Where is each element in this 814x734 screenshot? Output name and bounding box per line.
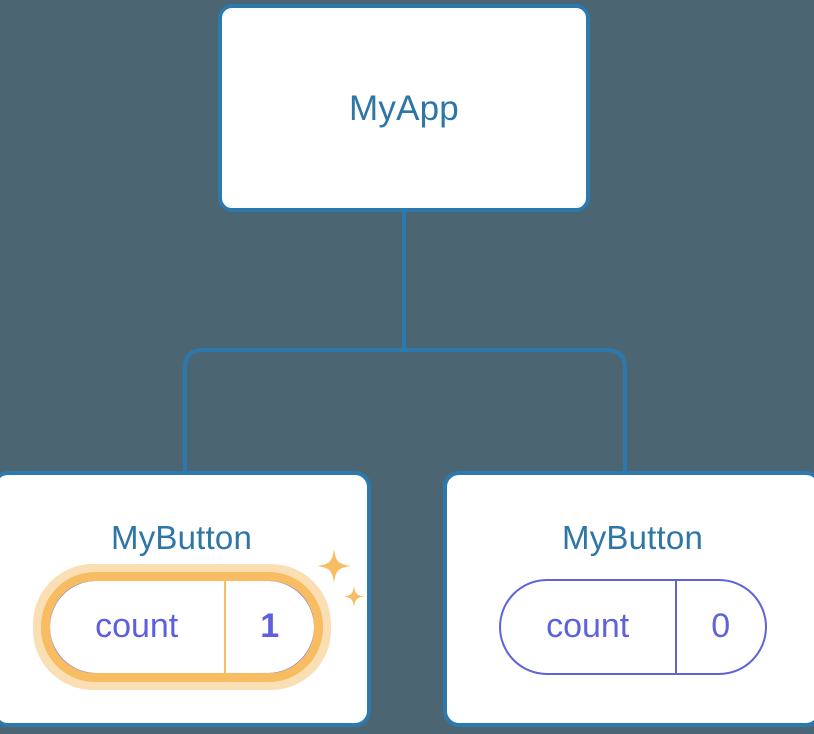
state-key: count [546,606,630,645]
state-key: count [95,606,179,645]
state-pill[interactable]: count 0 [498,579,767,675]
node-mybutton-1[interactable]: MyButton count 1 [0,471,371,727]
node-mybutton-2[interactable]: MyButton count 0 [443,471,814,727]
state-pill-plain[interactable]: count 0 [498,579,767,675]
state-value: 0 [674,581,765,673]
node-title: MyButton [562,519,703,556]
node-title: MyApp [349,88,459,128]
state-value: 1 [223,581,314,673]
connector-branch-bar [183,348,627,471]
node-myapp[interactable]: MyApp [218,4,590,212]
node-title: MyButton [111,519,252,556]
sparkles-icon [312,543,372,623]
state-pill-highlighted[interactable]: count 1 [32,549,364,690]
state-pill[interactable]: count 1 [32,564,331,690]
